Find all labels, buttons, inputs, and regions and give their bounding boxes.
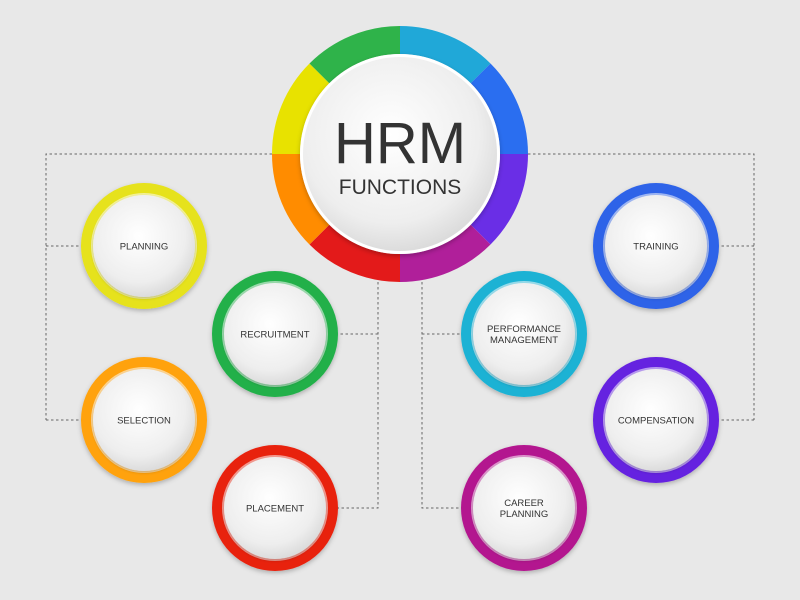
node-compensation: COMPENSATION (593, 357, 719, 483)
center-subtitle: FUNCTIONS (339, 176, 462, 199)
ring-segment (400, 224, 491, 282)
node-disc (605, 195, 707, 297)
node-disc (93, 195, 195, 297)
center-color-ring (272, 26, 528, 282)
ring-segment (470, 154, 528, 245)
ring-segment (309, 224, 400, 282)
node-placement: PLACEMENT (212, 445, 338, 571)
node-disc (93, 369, 195, 471)
node-selection: SELECTION (81, 357, 207, 483)
ring-segment (470, 63, 528, 154)
node-label: PLANNING (500, 509, 549, 520)
ring-segment (272, 63, 330, 154)
ring-segment (309, 26, 400, 84)
node-label: CAREER (504, 498, 544, 509)
node-label: COMPENSATION (618, 416, 694, 427)
connector-right-trunk (421, 282, 464, 509)
node-label: MANAGEMENT (490, 335, 558, 346)
node-disc (473, 457, 575, 559)
connector-lines (45, 153, 755, 509)
node-disc (605, 369, 707, 471)
center-title: HRM (334, 111, 466, 176)
node-training: TRAINING (593, 183, 719, 309)
node-disc (224, 283, 326, 385)
center-hub: HRM FUNCTIONS (272, 26, 528, 282)
node-disc (224, 457, 326, 559)
ring-segment (272, 154, 330, 245)
node-planning: PLANNING (81, 183, 207, 309)
node-label: PLACEMENT (246, 504, 304, 515)
node-label: SELECTION (117, 416, 171, 427)
center-inner-disc (303, 57, 497, 251)
node-label: PLANNING (120, 242, 169, 253)
node-recruitment: RECRUITMENT (212, 271, 338, 397)
node-label: PERFORMANCE (487, 324, 561, 335)
node-label: RECRUITMENT (240, 330, 309, 341)
connector-right-bracket (518, 153, 755, 420)
node-label: TRAINING (633, 242, 678, 253)
ring-segment (400, 26, 491, 84)
function-nodes: PLANNING RECRUITMENT SELECTION PLACEMENT TRA… (81, 183, 719, 571)
node-disc (473, 283, 575, 385)
connector-left-trunk (336, 282, 379, 509)
connector-left-bracket (45, 153, 282, 420)
